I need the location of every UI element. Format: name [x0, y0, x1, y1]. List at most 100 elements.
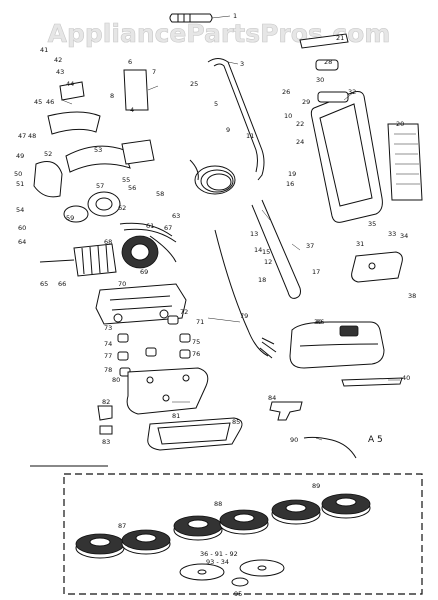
callout-18: 18 — [258, 276, 266, 284]
callout-7: 7 — [152, 68, 156, 76]
gear-bushings — [117, 315, 191, 377]
callout-61: 61 — [146, 222, 154, 230]
brush-pair-left — [75, 529, 171, 559]
callout-24: 24 — [296, 138, 304, 146]
brush-group-label: 36 - 91 - 92 — [200, 550, 238, 558]
callout-77: 77 — [104, 352, 112, 360]
callout-31: 31 — [356, 240, 364, 248]
base-plate — [126, 367, 209, 415]
cord-end — [303, 436, 357, 459]
handle-grip — [169, 13, 213, 23]
callout-73: 73 — [104, 324, 112, 332]
callout-51: 51 — [16, 180, 24, 188]
dust-bag-housing — [310, 91, 383, 223]
callout-15: 15 — [262, 248, 270, 256]
bumper-ring — [147, 417, 243, 451]
callout-54: 54 — [16, 206, 24, 214]
callout-43: 43 — [56, 68, 64, 76]
bracket-plate — [47, 69, 149, 135]
callout-37: 37 — [306, 242, 314, 250]
callout-95: 95 — [234, 590, 242, 598]
brush-pair-right — [271, 493, 371, 525]
callout-25: 25 — [190, 80, 198, 88]
brush-kit-box — [63, 473, 423, 595]
callout-26: 26 — [282, 88, 290, 96]
callout-20: 20 — [396, 120, 404, 128]
callout-44: 44 — [66, 80, 74, 88]
callout-11: 11 — [246, 132, 254, 140]
bag-top-clamp — [299, 33, 349, 71]
small-bracket — [97, 405, 113, 435]
callout-50: 50 — [14, 170, 22, 178]
fan-housing — [63, 191, 121, 223]
brush-group-label-2: 93 - 34 — [206, 558, 229, 566]
callout-49: 49 — [16, 152, 24, 160]
callout-78: 78 — [104, 366, 112, 374]
callout-63: 63 — [172, 212, 180, 220]
callout-41: 41 — [40, 46, 48, 54]
callout-33: 33 — [388, 230, 396, 238]
callout-52: 52 — [44, 150, 52, 158]
callout-79: 79 — [240, 312, 248, 320]
callout-10: 10 — [284, 112, 292, 120]
callout-60: 60 — [18, 224, 26, 232]
callout-67: 67 — [164, 224, 172, 232]
callout-57: 57 — [96, 182, 104, 190]
sheet-mark: A 5 — [368, 435, 383, 445]
callout-71: 71 — [196, 318, 204, 326]
callout-8: 8 — [110, 92, 114, 100]
callout-45: 45 — [34, 98, 42, 106]
callout-46: 46 — [46, 98, 54, 106]
callout-3: 3 — [240, 60, 244, 68]
wire-harness — [119, 222, 177, 263]
motor-armature — [39, 235, 159, 277]
callout-32: 32 — [348, 88, 356, 96]
callout-80: 80 — [112, 376, 120, 384]
callout-81: 81 — [172, 412, 180, 420]
motor-hood — [33, 139, 155, 198]
callout-85: 85 — [232, 418, 240, 426]
callout-6: 6 — [128, 58, 132, 66]
callout-14: 14 — [254, 246, 262, 254]
callout-89: 89 — [312, 482, 320, 490]
callout-66: 66 — [58, 280, 66, 288]
callout-76: 76 — [192, 350, 200, 358]
callout-48: 48 — [28, 132, 36, 140]
callout-74: 74 — [104, 340, 112, 348]
callout-40: 40 — [402, 374, 410, 382]
callout-labels: 1 3 4 5 6 7 8 9 10 11 12 13 14 15 16 17 … — [14, 12, 416, 598]
callout-30: 30 — [316, 76, 324, 84]
callout-62: 62 — [118, 204, 126, 212]
callout-39: 39 — [314, 318, 322, 326]
callout-72: 72 — [180, 308, 188, 316]
callout-69: 69 — [140, 268, 148, 276]
callout-38: 38 — [408, 292, 416, 300]
callout-16: 16 — [286, 180, 294, 188]
lower-housing — [289, 321, 385, 369]
callout-28: 28 — [324, 58, 332, 66]
trim-strip — [341, 377, 403, 387]
callout-9: 9 — [226, 126, 230, 134]
gear-case — [95, 283, 187, 325]
callout-84: 84 — [268, 394, 276, 402]
callout-34: 34 — [400, 232, 408, 240]
callout-47: 47 — [18, 132, 26, 140]
callout-1: 1 — [233, 12, 237, 20]
callout-56: 56 — [128, 184, 136, 192]
callout-70: 70 — [118, 280, 126, 288]
callout-53: 53 — [94, 146, 102, 154]
callout-55: 55 — [122, 176, 130, 184]
callout-35: 35 — [368, 220, 376, 228]
callout-12: 12 — [264, 258, 272, 266]
callout-82: 82 — [102, 398, 110, 406]
wand-clip — [269, 401, 303, 421]
warning-label-card — [387, 123, 423, 201]
power-cord-coil — [189, 159, 277, 359]
lower-handle-tube — [251, 199, 301, 299]
callout-17: 17 — [312, 268, 320, 276]
callout-29: 29 — [302, 98, 310, 106]
callout-58: 58 — [156, 190, 164, 198]
watermark-text: AppliancePartsPros.com — [48, 19, 391, 48]
callout-68: 68 — [104, 238, 112, 246]
